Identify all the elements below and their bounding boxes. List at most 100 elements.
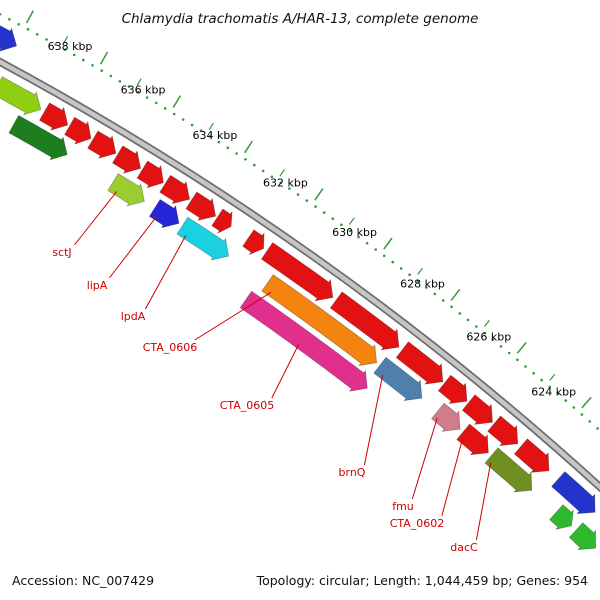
gene-i1-red-7[interactable] xyxy=(185,191,216,221)
scale-dot xyxy=(416,279,420,283)
gene-i1-red-6[interactable] xyxy=(159,174,190,205)
gene-i1-red-8[interactable] xyxy=(211,208,233,234)
scale-dot xyxy=(516,358,519,362)
gene-i1-red-11[interactable] xyxy=(329,291,400,351)
gene-i1-red-13[interactable] xyxy=(437,374,468,404)
scale-dot xyxy=(524,365,527,368)
gene-i1-red-9[interactable] xyxy=(242,229,265,256)
tick-label: 636 kbp xyxy=(121,84,166,97)
gene-label-CTA_0602: CTA_0602 xyxy=(390,517,445,530)
gene-label-CTA_0606: CTA_0606 xyxy=(143,341,198,354)
scale-dot xyxy=(17,23,21,26)
gene-lpdA[interactable] xyxy=(176,216,229,261)
gene-label-CTA_0605: CTA_0605 xyxy=(220,399,275,412)
gene-label-leader xyxy=(144,234,187,310)
gene-label-leader xyxy=(194,291,272,341)
gene-i2-green-1[interactable] xyxy=(549,504,574,530)
scale-dot xyxy=(357,235,360,239)
genome-backbone-highlight xyxy=(0,59,600,491)
scale-dot xyxy=(540,378,543,382)
scale-dot xyxy=(72,53,76,57)
scale-dot xyxy=(154,101,158,105)
scale-dot xyxy=(348,229,352,233)
gene-i1-chartreuse[interactable] xyxy=(0,76,42,116)
gene-i1-red-15[interactable] xyxy=(487,415,519,446)
scale-dot xyxy=(35,33,39,36)
tick-mark xyxy=(314,188,324,201)
gene-i2-green-2[interactable] xyxy=(568,522,596,550)
gene-label-leader xyxy=(363,374,384,466)
scale-dot xyxy=(172,112,176,116)
tick-mark xyxy=(25,10,34,24)
scale-dot xyxy=(217,140,221,144)
scale-dot xyxy=(100,69,103,72)
gene-label-leader xyxy=(109,215,158,279)
scale-dot xyxy=(190,123,194,127)
scale-dot xyxy=(483,331,486,335)
scale-dot xyxy=(261,169,265,173)
scale-dot xyxy=(340,223,343,227)
gene-i1-red-3[interactable] xyxy=(87,130,117,159)
gene-i1-red-14[interactable] xyxy=(461,394,493,425)
gene-CTA_0605[interactable] xyxy=(239,290,368,392)
gene-sctJ[interactable] xyxy=(107,173,145,207)
scale-dot xyxy=(365,242,369,245)
gene-CTA_0606[interactable] xyxy=(261,274,378,367)
scale-dot xyxy=(253,163,256,167)
gene-i2-darkgreen[interactable] xyxy=(8,114,68,161)
gene-i1-red-5[interactable] xyxy=(136,160,164,189)
gene-dacC[interactable] xyxy=(484,447,533,493)
scale-dot xyxy=(564,399,568,402)
gene-label-brnQ: brnQ xyxy=(339,466,366,479)
gene-i1-red-12[interactable] xyxy=(395,341,444,385)
scale-dot xyxy=(458,312,462,315)
map-title: Chlamydia trachomatis A/HAR-13, complete… xyxy=(121,11,479,27)
scale-dot xyxy=(181,118,185,121)
scale-dot xyxy=(572,406,576,409)
scale-dot xyxy=(136,90,140,94)
tick-mark xyxy=(549,373,556,381)
scale-dot xyxy=(118,80,122,83)
tick-mark xyxy=(208,122,214,131)
tick-label: 638 kbp xyxy=(48,40,93,53)
gene-i1-red-1[interactable] xyxy=(39,102,69,131)
scale-dot xyxy=(556,392,560,396)
scale-dot xyxy=(382,254,386,258)
tick-mark xyxy=(484,319,490,327)
status-bar: Accession: NC_007429 Topology: circular;… xyxy=(12,571,588,589)
gene-outer-blue[interactable] xyxy=(0,16,17,52)
gene-brnQ[interactable] xyxy=(373,356,423,402)
gene-lipA[interactable] xyxy=(148,199,180,229)
scale-dot xyxy=(588,420,591,423)
scale-dot xyxy=(305,199,309,202)
scale-dot xyxy=(208,135,212,138)
gene-fmu[interactable] xyxy=(431,402,461,432)
gene-label-leader xyxy=(475,462,492,541)
scale-dot xyxy=(199,129,203,132)
scale-dot xyxy=(441,299,445,302)
tick-mark xyxy=(383,237,393,250)
gene-label-leader xyxy=(74,191,118,246)
scale-dot xyxy=(532,372,535,375)
gene-label-lipA: lipA xyxy=(87,279,108,292)
scale-dot xyxy=(244,158,247,161)
gene-i1-blue[interactable] xyxy=(551,471,596,514)
gene-i1-red-10[interactable] xyxy=(260,242,334,302)
gene-i1-red-4[interactable] xyxy=(112,145,141,174)
tick-label: 626 kbp xyxy=(466,331,511,344)
tick-mark xyxy=(581,396,592,409)
tick-label: 628 kbp xyxy=(400,278,445,291)
scale-dot xyxy=(391,260,395,264)
scale-dot xyxy=(548,385,552,389)
tick-mark xyxy=(172,95,182,108)
tick-label: 630 kbp xyxy=(332,226,377,239)
gene-CTA_0602[interactable] xyxy=(456,423,489,456)
scale-dot xyxy=(279,181,283,184)
gene-i1-red-16[interactable] xyxy=(513,438,550,473)
gene-i1-red-2[interactable] xyxy=(64,116,92,145)
scale-dot xyxy=(374,248,378,251)
scale-dot xyxy=(8,18,11,21)
scale-dot xyxy=(580,413,584,416)
tick-mark xyxy=(279,169,285,177)
